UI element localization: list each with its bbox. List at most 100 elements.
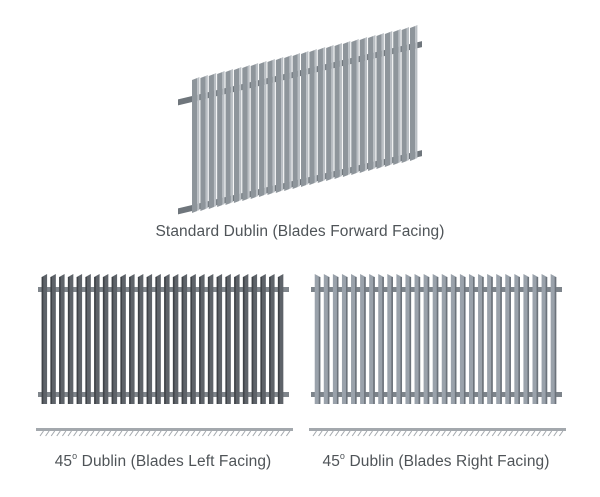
standard-blade-edge [322,47,326,181]
right-blade-edge [427,277,430,404]
standard-blade [384,32,391,167]
right-blade-edge [382,277,384,404]
left-ground-hatch [162,430,168,437]
left-ground-line [36,428,293,431]
left-ground-hatch [117,430,123,437]
standard-blade-edge [272,59,275,193]
standard-blade-edge [373,35,376,169]
standard-blade-edge [255,63,259,197]
right-ground-hatch [542,430,547,437]
standard-blade [200,76,206,211]
standard-blade-edge [247,65,250,199]
left-ground-hatch [95,430,100,437]
left-blade-edge [41,277,44,404]
left-blade-edge [111,277,114,404]
right-ground-hatch [424,430,429,437]
right-ground-hatch [519,430,525,437]
right-ground-hatch [452,430,457,437]
standard-dublin-fence [178,25,422,215]
left-ground-hatch [173,430,179,437]
left-blade-edge [207,277,210,404]
right-blade-edge [482,277,484,404]
right-ground-hatch [536,430,541,437]
left-ground-hatch [285,430,291,437]
left-blade-edge [234,277,236,404]
left-ground-hatch [280,430,285,437]
right-blade-edge [536,277,539,404]
left-blade-edge [137,277,140,404]
right-ground-hatch [346,430,351,437]
standard-blade-edge [364,37,368,171]
right-ground-hatch [469,430,474,437]
right-ground-hatch [334,430,340,437]
left-ground-hatch [252,430,257,437]
left-blade-edge [67,277,70,404]
right-ground-hatch [379,430,385,437]
standard-blade [401,28,407,163]
right-ground-hatch [430,430,435,437]
right-ground-hatch [458,430,463,437]
right-ground-hatch [435,430,441,437]
right-blade-edge [445,277,448,404]
left-ground-hatch [207,430,212,437]
right-ground-hatch [553,430,558,437]
right-blade-edge [345,277,348,404]
right-caption-degree: o [339,451,346,461]
right-blade-edge [491,277,493,404]
left-blade-edge [277,277,280,404]
right-caption-text: Dublin (Blades Right Facing) [345,453,550,471]
right-ground-hatch [351,430,357,437]
right-ground-hatch [312,430,317,437]
left-blade-edge [190,277,193,404]
right-blade-edge [409,277,412,404]
right-ground-hatch [413,430,418,437]
left-blade-edge [225,277,228,404]
standard-blade [309,50,315,185]
left-ground-hatch [39,430,44,437]
right-blade-edge [400,277,403,404]
left-caption-number: 45 [54,453,73,471]
right-blade-edge [391,277,393,404]
right-ground-hatch [390,430,396,437]
right-facing-dublin-fence [309,274,566,437]
right-ground-hatch [362,430,368,437]
standard-blade-edge [314,49,317,183]
standard-blade-edge [306,51,309,185]
right-ground-hatch [323,430,329,437]
standard-blade-edge [297,53,301,187]
right-ground-hatch [547,430,553,437]
standard-blade-edge [348,41,351,175]
standard-blade-edge [289,55,292,189]
right-ground-hatch [402,430,407,437]
right-ground-hatch [491,430,497,437]
standard-blade [342,42,349,177]
left-ground-hatch [179,430,184,437]
right-blade-edge [509,277,511,404]
right-ground-hatch [502,430,508,437]
left-ground-hatch [185,430,190,437]
standard-blade [368,36,374,171]
left-blade-edge [76,277,79,404]
right-blade-edge [318,277,321,404]
right-ground-hatch [558,430,564,437]
left-blade-edge [50,277,53,404]
left-blade-edge [251,277,254,404]
left-blade-edge [199,277,201,404]
right-ground-hatch [530,430,536,437]
left-blade-edge [129,277,131,404]
standard-blade [284,56,290,191]
right-blade-edge [336,277,339,404]
right-blade-edge [518,277,520,404]
left-blade-edge [146,277,149,404]
left-blade-edge [269,277,271,404]
standard-blade [267,60,273,195]
standard-blade-edge [264,61,267,195]
standard-blade-edge [331,45,334,179]
right-ground-hatch [463,430,469,437]
standard-blade-edge [415,25,418,159]
right-ground-hatch [486,430,491,437]
left-facing-dublin-caption: 45o Dublin (Blades Left Facing) [54,451,272,471]
left-facing-dublin-fence [36,274,293,437]
left-ground-hatch [129,430,134,437]
standard-blade [233,68,240,203]
